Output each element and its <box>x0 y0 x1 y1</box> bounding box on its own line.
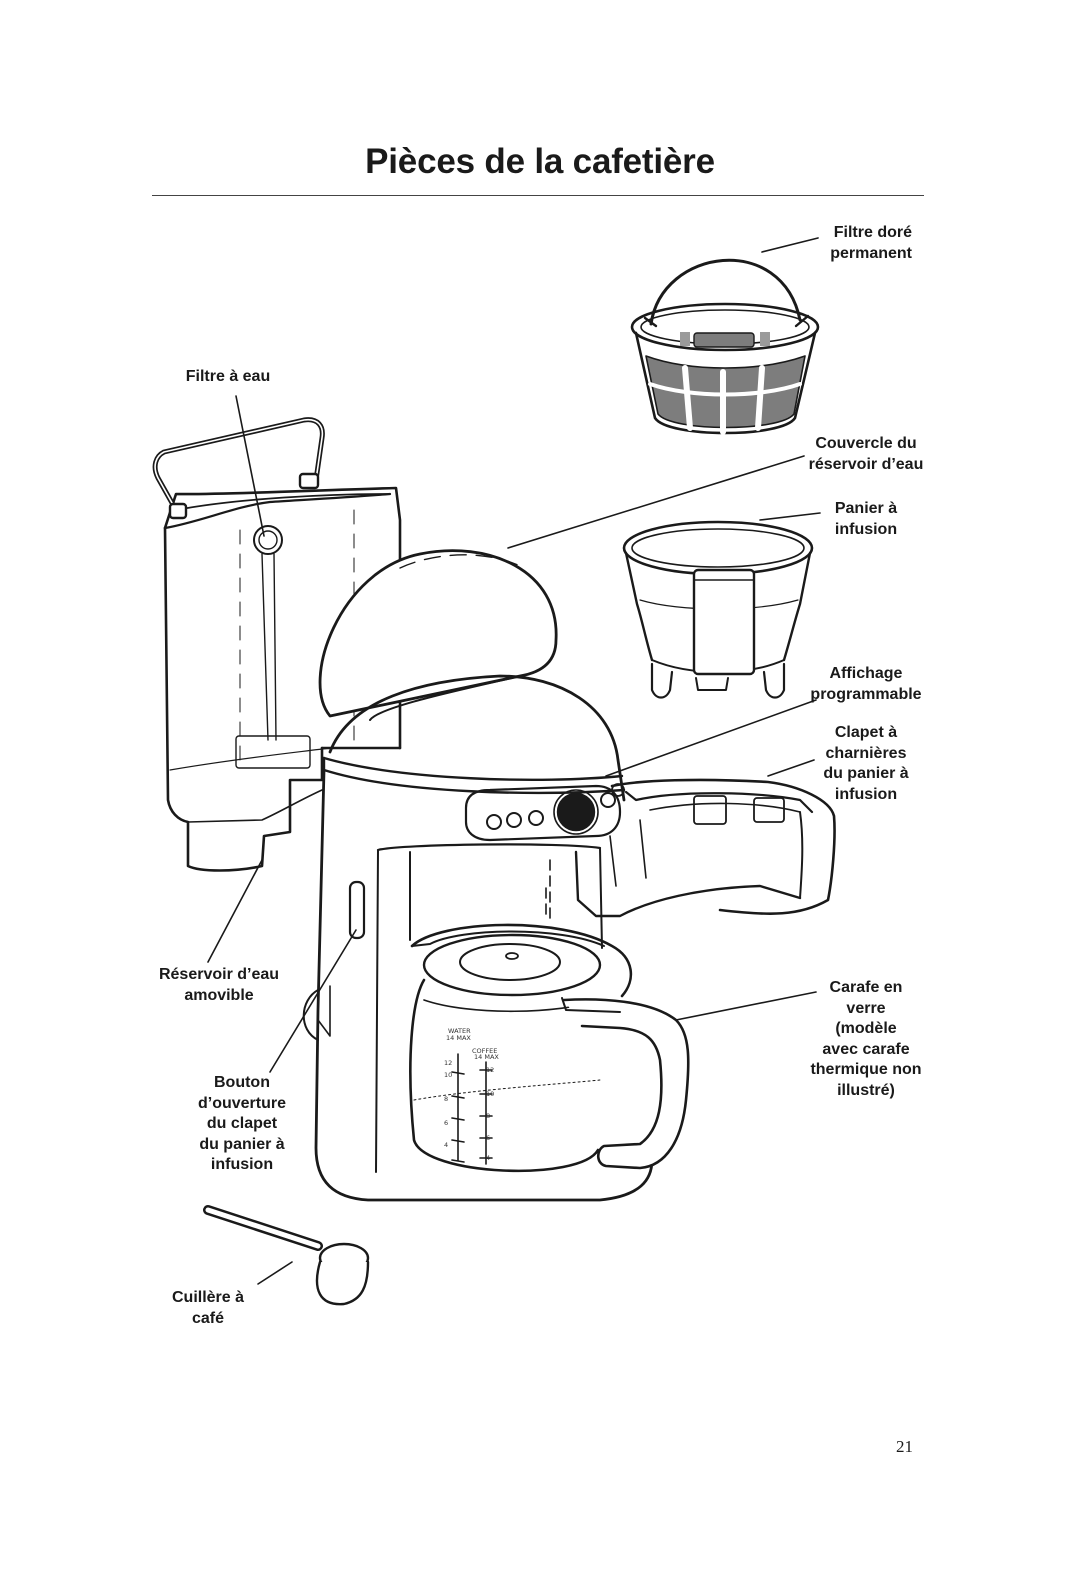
label-reservoir-lid: Couvercle du réservoir d’eau <box>808 435 924 473</box>
left-scale-mark: 10 <box>444 1071 453 1079</box>
label-glass-carafe: Carafe en verre (modèle avec carafe ther… <box>810 979 922 1099</box>
right-scale-mark: 12 <box>486 1066 495 1074</box>
water-max-marking: 14 MAX <box>446 1034 471 1042</box>
label-programmable-display: Affichage programmable <box>810 665 922 703</box>
gold-filter-illustration <box>630 258 820 435</box>
right-scale-mark: 6 <box>486 1134 491 1142</box>
label-removable-reservoir: Réservoir d’eau amovible <box>158 966 280 1004</box>
coffee-scoop-illustration <box>203 1205 370 1306</box>
coffee-maker-body-illustration <box>302 674 654 1202</box>
page-title: Pièces de la cafetière <box>365 142 715 181</box>
reservoir-lid-illustration <box>318 549 558 721</box>
label-basket-release-button: Bouton d’ouverture du clapet du panier à… <box>197 1074 286 1173</box>
label-water-filter: Filtre à eau <box>185 368 271 385</box>
label-coffee-scoop: Cuillère à café <box>171 1289 245 1327</box>
left-scale-mark: 4 <box>444 1141 449 1149</box>
left-scale-mark: 8 <box>444 1095 449 1103</box>
hinged-basket-holder-illustration <box>574 778 836 918</box>
left-scale-mark: 6 <box>444 1119 449 1127</box>
carafe-markings: WATER 14 MAX COFFEE 14 MAX 12 10 8 6 4 1… <box>440 1024 510 1174</box>
right-scale-mark: 8 <box>486 1112 491 1120</box>
label-hinged-basket-door: Clapet à charnières du panier à infusion <box>823 724 909 803</box>
left-scale-mark: 12 <box>444 1059 453 1067</box>
label-gold-filter: Filtre doré permanent <box>830 224 912 262</box>
leader-lines <box>207 237 821 1285</box>
page-number: 21 <box>896 1437 913 1456</box>
coffee-marking: COFFEE <box>472 1047 498 1055</box>
right-scale-mark: 4 <box>486 1154 491 1162</box>
title-rule <box>152 195 924 196</box>
brew-basket-illustration <box>622 520 814 699</box>
coffee-max-marking: 14 MAX <box>474 1053 499 1061</box>
right-scale-mark: 10 <box>486 1090 495 1098</box>
label-brew-basket: Panier à infusion <box>834 500 898 538</box>
water-marking: WATER <box>448 1027 471 1035</box>
